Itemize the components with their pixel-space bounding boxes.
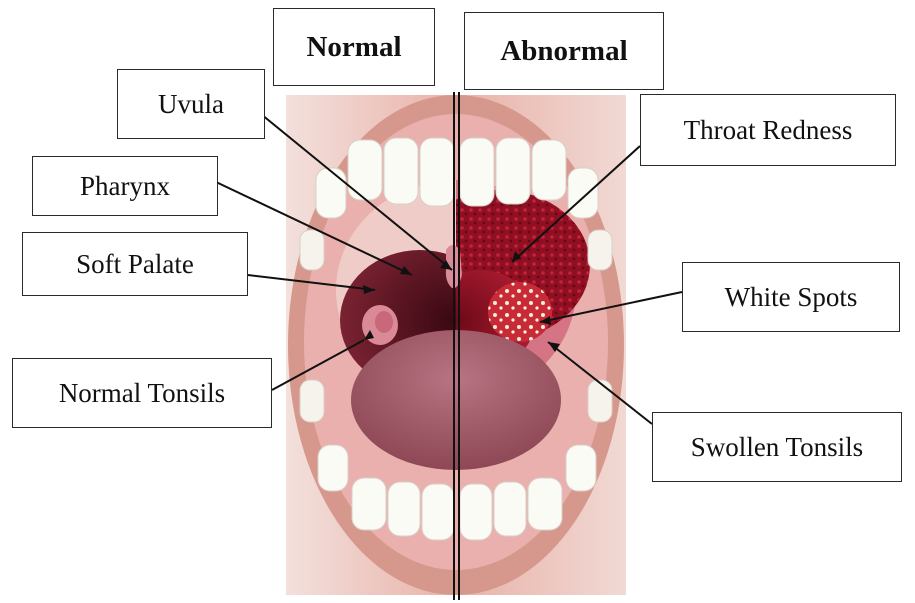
header-normal: Normal [273,8,435,86]
tongue [351,330,561,470]
label-swollen-tonsils: Swollen Tonsils [652,412,902,482]
label-soft-palate: Soft Palate [22,232,248,296]
label-uvula: Uvula [117,69,265,139]
header-abnormal: Abnormal [464,12,664,90]
label-throat-redness: Throat Redness [640,94,896,166]
tonsil-swollen [488,282,552,342]
label-pharynx: Pharynx [32,156,218,216]
label-normal-tonsils: Normal Tonsils [12,358,272,428]
tonsil-normal-inner [375,311,393,333]
label-white-spots: White Spots [682,262,900,332]
